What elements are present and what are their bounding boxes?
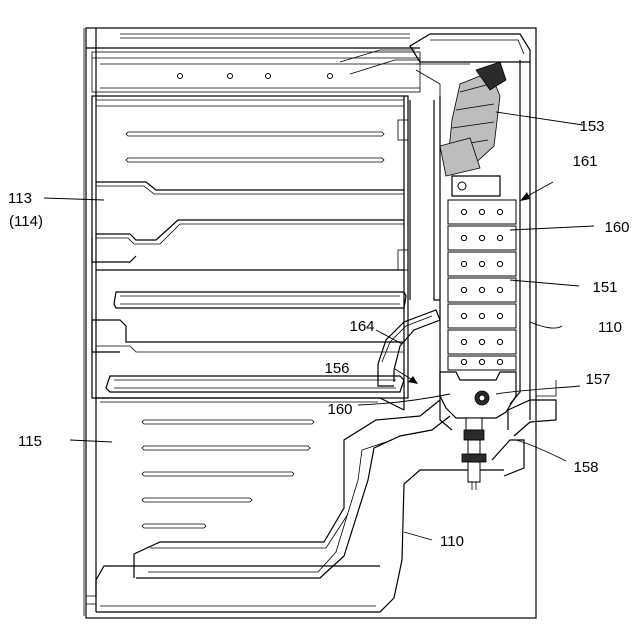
label-113: 113 [8, 190, 32, 207]
label-157: 157 [585, 371, 610, 388]
label-114: (114) [9, 213, 43, 230]
label-115: 115 [18, 433, 42, 450]
label-110-right: 110 [598, 319, 622, 336]
label-151: 151 [592, 279, 617, 296]
label-161: 161 [572, 153, 597, 170]
upper-chamber [92, 96, 408, 398]
label-153: 153 [579, 118, 604, 135]
label-158: 158 [573, 459, 598, 476]
label-160-lower: 160 [327, 401, 352, 418]
evaporator-housing [398, 60, 556, 490]
label-164: 164 [349, 318, 374, 335]
lower-chamber [86, 398, 504, 612]
label-156: 156 [324, 360, 349, 377]
label-110-bottom: 110 [440, 533, 464, 550]
label-160-upper: 160 [604, 219, 629, 236]
